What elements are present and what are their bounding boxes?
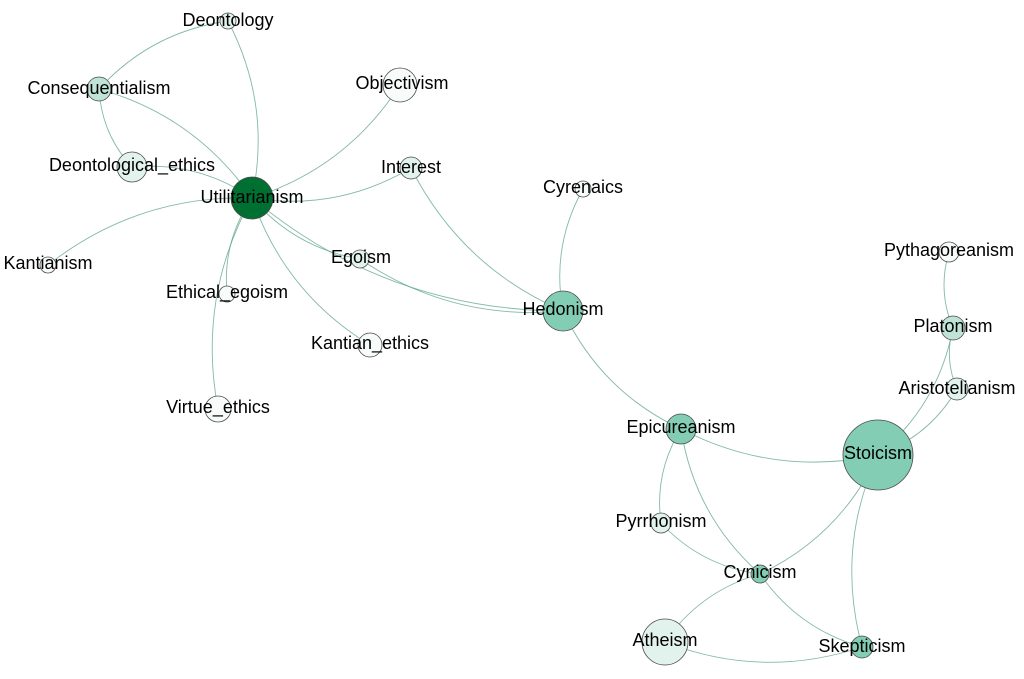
node-label-atheism: Atheism (632, 630, 697, 650)
node-label-pythagoreanism: Pythagoreanism (884, 240, 1014, 260)
edge-utilitarianism-objectivism (251, 84, 401, 199)
node-aristotelianism[interactable] (945, 377, 969, 401)
node-label-interest: Interest (381, 157, 441, 177)
node-hedonism[interactable] (542, 290, 584, 332)
node-kantian-ethics[interactable] (357, 332, 383, 358)
edge-hedonism-epicureanism (562, 310, 682, 430)
node-label-pyrrhonism: Pyrrhonism (615, 511, 706, 531)
node-label-skepticism: Skepticism (818, 636, 905, 656)
node-stoicism[interactable] (842, 419, 914, 491)
node-label-utilitarianism: Utilitarianism (200, 187, 303, 207)
edge-epicureanism-cynicism (680, 428, 761, 575)
node-label-egoism: Egoism (331, 247, 391, 267)
node-label-kantian-ethics: Kantian_ethics (311, 333, 429, 354)
node-label-cyrenaics: Cyrenaics (543, 177, 623, 197)
edge-cynicism-skepticism (759, 573, 863, 648)
node-label-deontological-ethics: Deontological_ethics (49, 155, 215, 176)
node-cynicism[interactable] (750, 564, 770, 584)
node-pyrrhonism[interactable] (650, 512, 672, 534)
node-epicureanism[interactable] (665, 413, 697, 445)
node-atheism[interactable] (641, 618, 689, 666)
node-utilitarianism[interactable] (230, 176, 274, 220)
node-label-platonism: Platonism (913, 316, 992, 336)
node-label-deontology: Deontology (182, 10, 273, 30)
node-layer (39, 12, 969, 666)
edge-interest-hedonism (410, 167, 564, 312)
node-ethical-egoism[interactable] (218, 285, 236, 303)
edge-utilitarianism-consequentialism (98, 88, 253, 199)
node-label-ethical-egoism: Ethical_egoism (166, 282, 288, 303)
edge-utilitarianism-kantianism (47, 197, 253, 266)
node-interest[interactable] (399, 156, 423, 180)
node-egoism[interactable] (350, 249, 370, 269)
node-label-cynicism: Cynicism (723, 562, 796, 582)
edge-utilitarianism-deontology (227, 20, 259, 199)
node-label-kantianism: Kantianism (3, 253, 92, 273)
edge-egoism-hedonism (359, 258, 564, 313)
node-deontology[interactable] (219, 12, 237, 30)
edge-utilitarianism-virtue-ethics (211, 197, 253, 410)
edge-pyrrhonism-cynicism (660, 522, 761, 575)
edge-utilitarianism-kantian-ethics (251, 197, 371, 346)
edge-atheism-skepticism (664, 641, 863, 663)
node-label-hedonism: Hedonism (522, 299, 603, 319)
edge-layer (47, 20, 958, 663)
node-label-objectivism: Objectivism (355, 73, 448, 93)
node-label-virtue-ethics: Virtue_ethics (166, 397, 270, 418)
edge-utilitarianism-hedonism (251, 197, 564, 312)
node-skepticism[interactable] (850, 635, 874, 659)
label-layer: Utilitarianism DeontologyConsequentialism… (3, 10, 1015, 656)
node-objectivism[interactable] (382, 67, 418, 103)
node-label-stoicism: Stoicism (844, 443, 912, 463)
node-kantianism[interactable] (39, 256, 57, 274)
node-label-aristotelianism: Aristotelianism (898, 378, 1015, 398)
node-platonism[interactable] (940, 315, 966, 341)
node-deontological-ethics[interactable] (116, 151, 148, 183)
node-virtue-ethics[interactable] (204, 395, 232, 423)
edge-deontology-consequentialism (98, 20, 229, 90)
node-cyrenaics[interactable] (574, 180, 592, 198)
node-consequentialism[interactable] (86, 76, 112, 102)
node-pythagoreanism[interactable] (938, 241, 960, 263)
node-label-epicureanism: Epicureanism (626, 417, 735, 437)
node-label-consequentialism: Consequentialism (27, 78, 170, 98)
